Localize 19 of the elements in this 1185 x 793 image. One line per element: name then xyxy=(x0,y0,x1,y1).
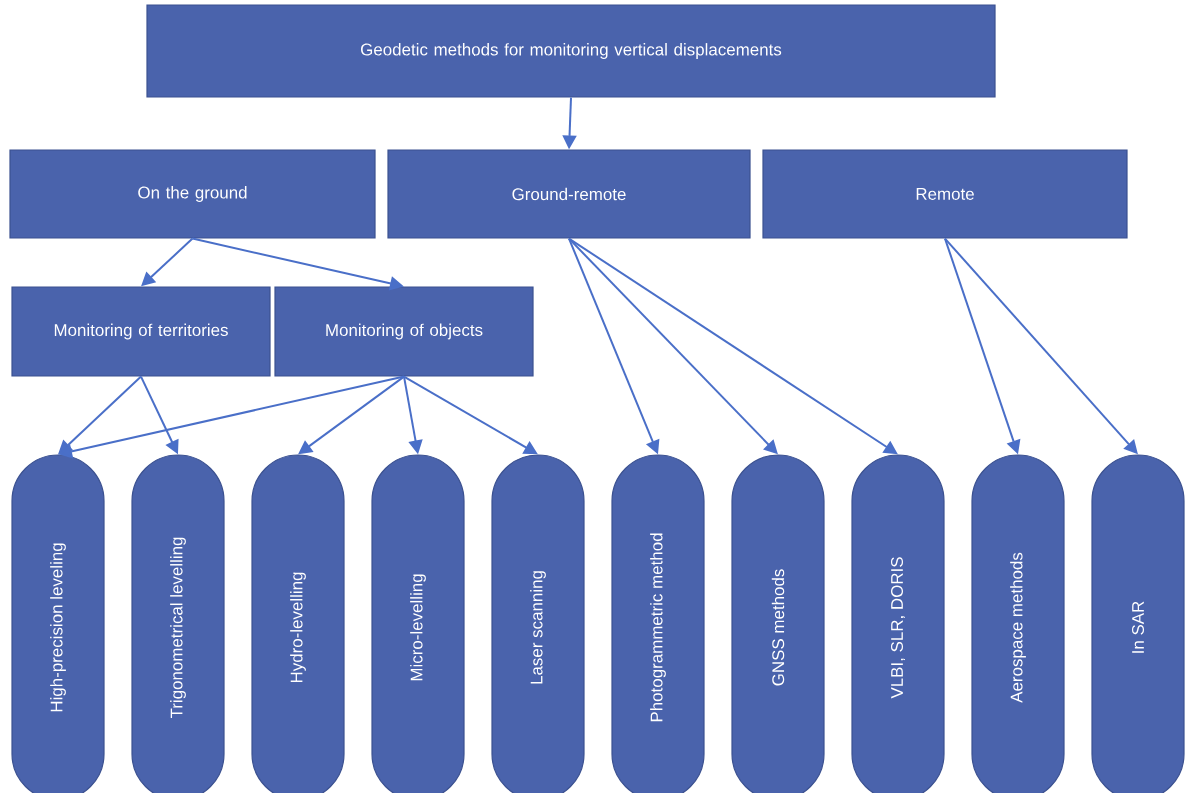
category-box: On the ground xyxy=(9,149,376,239)
method-pill: Trigonometrical levelling xyxy=(131,454,225,793)
method-pill: VLBI, SLR, DORIS xyxy=(851,454,945,793)
category-box: Ground-remote xyxy=(387,149,751,239)
method-pill: GNSS methods xyxy=(731,454,825,793)
method-pill: Laser scanning xyxy=(491,454,585,793)
method-pill: Hydro-levelling xyxy=(251,454,345,793)
method-pill: Aerospace methods xyxy=(971,454,1065,793)
arrow xyxy=(298,375,405,455)
method-pill: High-precision leveling xyxy=(11,454,105,793)
category-box: Remote xyxy=(762,149,1128,239)
category-box: Geodetic methods for monitoring vertical displacements xyxy=(146,4,996,98)
arrow xyxy=(403,375,538,455)
category-box: Monitoring of territories xyxy=(11,286,271,377)
category-box: Monitoring of objects xyxy=(274,286,534,377)
arrow xyxy=(568,237,898,455)
method-pill: Micro-levelling xyxy=(371,454,465,793)
method-pill: Photogrammetric method xyxy=(611,454,705,793)
method-pill: In SAR xyxy=(1091,454,1185,793)
